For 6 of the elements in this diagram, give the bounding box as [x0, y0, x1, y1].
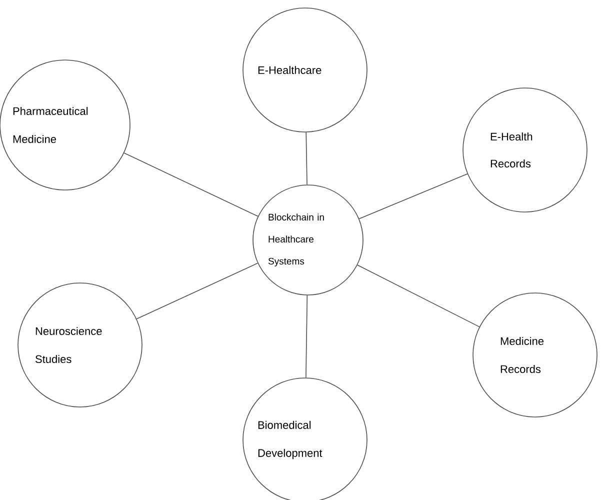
connector-line — [357, 264, 480, 328]
connector-line — [136, 262, 258, 320]
connector-line — [306, 295, 308, 378]
connector-line — [124, 152, 258, 217]
connector-line — [358, 174, 468, 220]
connector-line — [306, 132, 308, 185]
